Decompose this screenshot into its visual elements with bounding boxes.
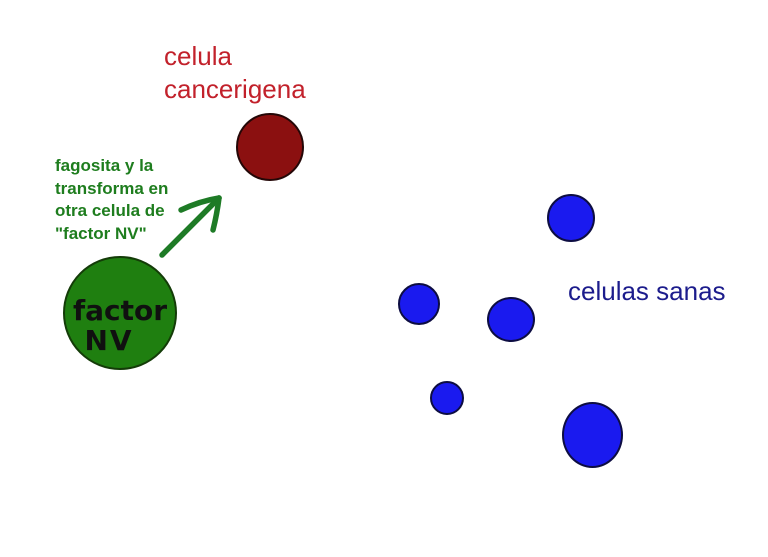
arrow-shaft — [159, 195, 222, 258]
factor-nv-circle: factor NV — [63, 256, 177, 370]
cancer-cell-label: celula cancerigena — [164, 40, 306, 106]
healthy-cell-circle — [562, 402, 623, 468]
cancer-cell-circle — [236, 113, 304, 181]
annotation-line3: otra celula de — [55, 201, 165, 220]
arrow-barb-down — [210, 195, 222, 233]
phagocytosis-annotation: fagosita y la transforma en otra celula … — [55, 155, 168, 245]
healthy-cell-circle — [547, 194, 595, 242]
annotation-line2: transforma en — [55, 178, 169, 198]
annotation-line1: fagosita y la — [55, 156, 154, 175]
transform-arrow-icon — [159, 195, 222, 258]
healthy-cells-label: celulas sanas — [568, 276, 726, 306]
cancer-cell-label-line1: celula — [164, 41, 232, 71]
cancer-cell-label-line2: cancerigena — [164, 74, 306, 104]
arrow-barb-left — [178, 195, 222, 213]
annotation-line4: "factor NV" — [55, 223, 147, 243]
healthy-cell-circle — [487, 297, 535, 342]
factor-nv-label-line2: NV — [84, 324, 134, 357]
healthy-cell-circle — [430, 381, 464, 415]
healthy-cell-circle — [398, 283, 440, 325]
factor-nv-label-line1: factor — [72, 294, 168, 327]
